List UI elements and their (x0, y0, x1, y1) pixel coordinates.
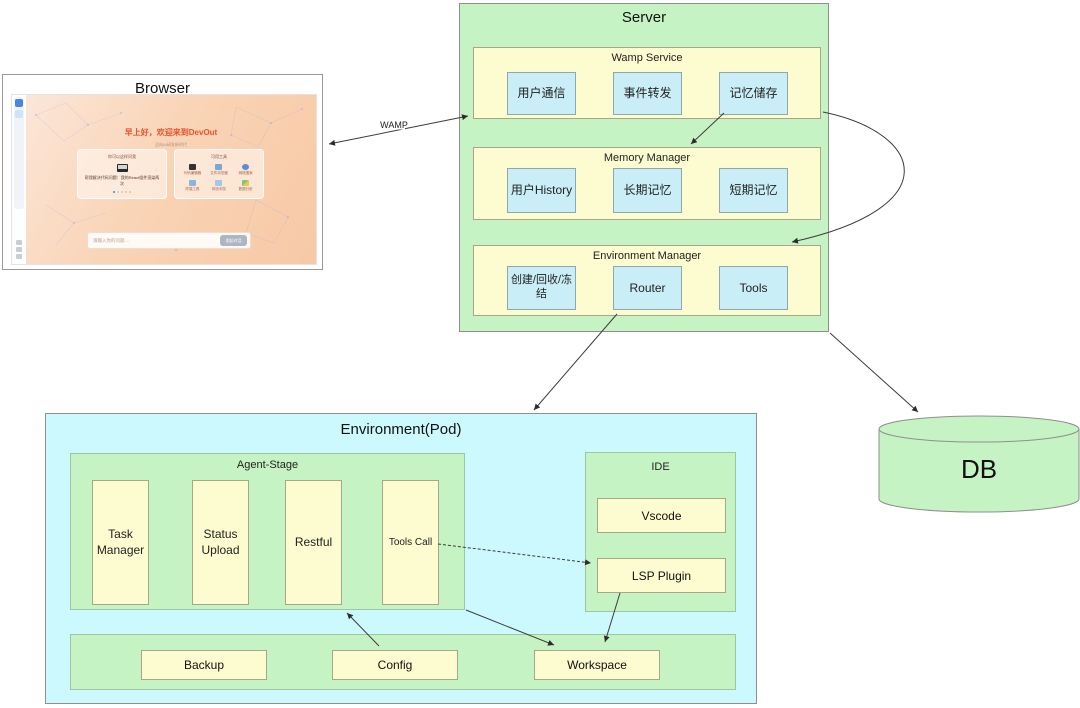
send-button: 发起对话 (220, 235, 247, 246)
memory-manager-items: 用户History 长期记忆 短期记忆 (507, 168, 788, 213)
app-sidebar (12, 95, 26, 264)
sidebar-bottom-icons (16, 240, 22, 259)
data-chart-icon (242, 180, 250, 186)
carousel-dot (117, 191, 119, 193)
ide-section: IDE Vscode LSP Plugin (585, 452, 736, 612)
tools-grid: 代码编辑器 文件浏览器 网络搜索 终端工具 (175, 164, 263, 192)
app-logo-icon (15, 99, 23, 107)
web-search-icon (242, 164, 250, 170)
tool-item: 数据分析 (232, 180, 259, 192)
memory-manager-title: Memory Manager (603, 152, 691, 164)
wamp-service-items: 用户通信 事件转发 记忆储存 (507, 72, 788, 115)
memory-manager-section: Memory Manager 用户History 长期记忆 短期记忆 (473, 147, 821, 220)
memory-store-box: 记忆储存 (719, 72, 788, 115)
config-box: Config (332, 650, 458, 680)
tool-item: 网页浏览 (206, 180, 233, 192)
wamp-edge-label: WAMP (380, 120, 408, 130)
server-node: Server Wamp Service 用户通信 事件转发 记忆储存 Memor… (459, 3, 829, 332)
user-comm-box: 用户通信 (507, 72, 576, 115)
environment-pod-title: Environment(Pod) (340, 421, 462, 438)
tool-label: 网页浏览 (211, 187, 226, 191)
browser-title: Browser (134, 80, 190, 97)
help-icon (16, 247, 22, 252)
chat-input: 请输入你的问题.... 发起对话 (87, 232, 251, 249)
agent-stage-section: Agent-Stage Task Manager Status Upload R… (70, 453, 465, 610)
wamp-service-section: Wamp Service 用户通信 事件转发 记忆储存 (473, 47, 821, 119)
environment-manager-items: 创建/回收/冻结 Router Tools (507, 266, 788, 310)
environment-pod-node: Environment(Pod) Agent-Stage Task Manage… (45, 413, 757, 704)
router-box: Router (613, 266, 682, 310)
example-card-header: 你可以这样问我 (108, 154, 136, 159)
db-label: DB (960, 454, 998, 484)
file-browser-icon (215, 164, 223, 170)
tools-call-box: Tools Call (382, 480, 439, 605)
environment-manager-section: Environment Manager 创建/回收/冻结 Router Tool… (473, 245, 821, 316)
tool-item: 代码编辑器 (179, 164, 206, 176)
db-cylinder (878, 415, 1080, 513)
backup-box: Backup (141, 650, 267, 680)
terminal-icon (188, 180, 196, 186)
tool-item: 网络搜索 (232, 164, 259, 176)
browser-node: Browser (2, 74, 323, 270)
tools-box: Tools (719, 266, 788, 310)
vscode-box: Vscode (597, 498, 726, 533)
storage-bar: Backup Config Workspace (70, 634, 736, 690)
new-chat-icon (15, 110, 23, 118)
example-prompt-card: 你可以这样问我 帮我解决代码问题：我的React组件渲染两次 (77, 149, 167, 199)
tool-label: 代码编辑器 (183, 171, 202, 175)
status-upload-box: Status Upload (192, 480, 249, 605)
event-forward-box: 事件转发 (613, 72, 682, 115)
tools-card: 可用工具 代码编辑器 文件浏览器 网络搜索 (174, 149, 264, 199)
tool-label: 终端工具 (185, 187, 200, 191)
create-recycle-freeze-box: 创建/回收/冻结 (507, 266, 576, 310)
carousel-dots (78, 191, 166, 193)
arrow-browser-wamp (328, 114, 469, 146)
shortterm-memory-box: 短期记忆 (719, 168, 788, 213)
carousel-dot (121, 191, 123, 193)
user-history-box: 用户History (507, 168, 576, 213)
tool-item: 终端工具 (179, 180, 206, 192)
tool-item: 文件浏览器 (206, 164, 233, 176)
tool-label: 数据分析 (238, 187, 253, 191)
carousel-dot-active (113, 191, 115, 193)
lsp-plugin-box: LSP Plugin (597, 558, 726, 593)
web-page-icon (215, 180, 223, 186)
ide-title: IDE (651, 461, 670, 473)
app-subtitle: 迈向AI研发新时代 (155, 142, 187, 147)
user-icon (16, 254, 22, 259)
longterm-memory-box: 长期记忆 (613, 168, 682, 213)
agent-stage-title: Agent-Stage (236, 459, 299, 471)
arrow-server-db (829, 332, 919, 413)
tool-label: 文件浏览器 (210, 171, 228, 175)
task-manager-box: Task Manager (92, 480, 149, 605)
wamp-service-title: Wamp Service (611, 52, 683, 64)
restful-box: Restful (285, 480, 342, 605)
sidebar-rail (14, 97, 24, 209)
tool-label: 网络搜索 (238, 171, 253, 175)
workspace-box: Workspace (534, 650, 660, 680)
environment-manager-title: Environment Manager (592, 250, 702, 262)
server-title: Server (621, 9, 667, 26)
carousel-dot (125, 191, 127, 193)
browser-app-screenshot: 早上好，欢迎来到DevOut 迈向AI研发新时代 你可以这样问我 帮我解决代码问… (11, 94, 317, 265)
settings-icon (16, 240, 22, 245)
example-prompt-text: 帮我解决代码问题：我的React组件渲染两次 (84, 175, 160, 186)
tools-card-header: 可用工具 (211, 154, 227, 159)
carousel-dot (129, 191, 131, 193)
chat-input-placeholder: 请输入你的问题.... (93, 237, 130, 243)
app-main-area: 早上好，欢迎来到DevOut 迈向AI研发新时代 你可以这样问我 帮我解决代码问… (26, 95, 316, 264)
app-greeting: 早上好，欢迎来到DevOut (124, 128, 218, 137)
code-editor-icon (188, 164, 196, 170)
db-node: DB (877, 414, 1080, 516)
laptop-icon (116, 164, 128, 172)
